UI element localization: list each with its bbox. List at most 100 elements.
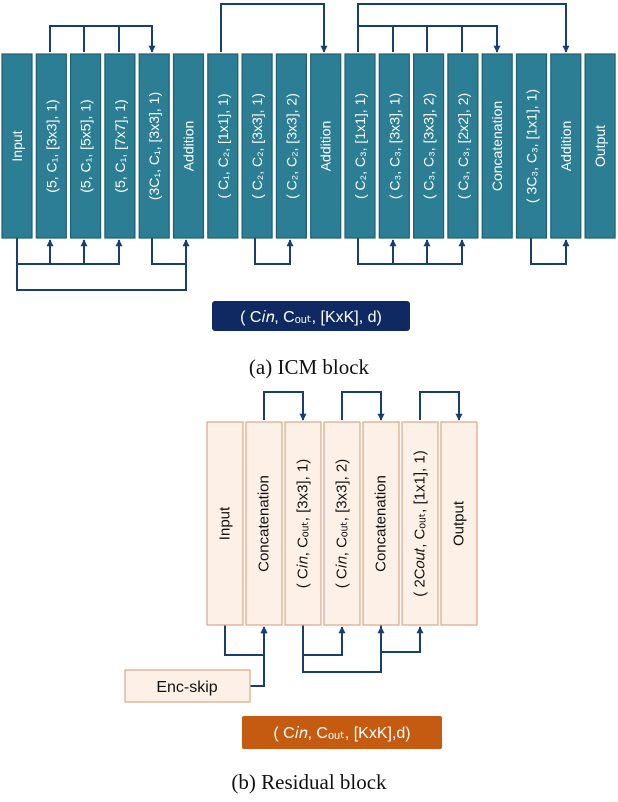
icm-block-rect	[515, 53, 548, 239]
icm-block-add3: Addition	[550, 53, 582, 239]
residual-block-rect	[362, 421, 400, 626]
res-bottom-input-concat	[224, 625, 268, 656]
residual-block-label: Concatenation	[373, 475, 390, 572]
icm-block-c3c3_3x3_2: ( C₃, C₃, [3x3], 2)	[413, 53, 445, 239]
residual-legend-text: ( C𝑖𝑛, Cₒᵤₜ, [KxK],d)	[273, 725, 410, 742]
icm-block-rect	[207, 53, 239, 239]
icm-block-rect	[138, 53, 170, 239]
residual-block-label: Output	[451, 500, 468, 546]
enc-skip-box: Enc-skip	[124, 669, 251, 703]
icm-block-label: ( C₂, C₂, [3x3], 2)	[283, 93, 299, 199]
icm-top-skip-4	[358, 25, 501, 53]
icm-block-label: Concatenation	[489, 101, 505, 191]
residual-block-rect	[284, 421, 322, 626]
residual-legend: ( C𝑖𝑛, Cₒᵤₜ, [KxK],d)	[242, 716, 442, 749]
icm-block-rect	[35, 53, 67, 239]
icm-block-rect	[584, 53, 616, 239]
res-bottom-chain-3	[380, 625, 424, 653]
icm-block-rect	[447, 53, 479, 239]
icm-block-rect	[413, 53, 445, 239]
icm-block-c2c2_3x3_1: ( C₂, C₂, [3x3], 1)	[241, 53, 273, 239]
icm-top-skip-1	[49, 25, 156, 53]
residual-block-rect	[440, 421, 478, 626]
icm-block-label: (5, C₁, [7x7], 1)	[112, 99, 128, 192]
icm-block-c3c3_3x3_1: ( C₃, C₃, [3x3], 1)	[378, 53, 410, 239]
residual-block-concat2: Concatenation	[362, 421, 400, 626]
icm-block-input: Input	[1, 53, 33, 239]
res-top-skip-2	[341, 391, 385, 421]
icm-block-output: Output	[584, 53, 616, 239]
icm-legend-box	[212, 301, 410, 331]
icm-block-label: Addition	[318, 121, 334, 172]
residual-blocks: Input Concatenation ( C𝑖𝑛, Cₒᵤₜ, [3x3], 1)…	[206, 421, 478, 626]
residual-block-diagram: Input Concatenation ( C𝑖𝑛, Cₒᵤₜ, [3x3], 1)…	[124, 391, 478, 794]
icm-block-rect	[378, 53, 410, 239]
icm-block-rect	[104, 53, 136, 239]
icm-block-c2c2_3x3_2: ( C₂, C₂, [3x3], 2)	[275, 53, 307, 239]
icm-block-label: ( C₃, C₃, [3x3], 2)	[421, 93, 437, 199]
res-bottom-chain-1	[302, 625, 346, 656]
icm-blocks: Input (5, C₁, [3x3], 1) (5, C₁, [5x5], 1) (…	[1, 53, 616, 239]
residual-block-label: Concatenation	[256, 475, 273, 572]
residual-block-rect	[323, 421, 361, 626]
icm-bottom-branch-2	[357, 238, 466, 265]
icm-block-rect	[1, 53, 33, 239]
icm-block-conv5_7: (5, C₁, [7x7], 1)	[104, 53, 136, 239]
icm-block-label: ( C₂, C₂, [3x3], 1)	[249, 93, 265, 199]
residual-block-label: ( C𝑖𝑛, Cₒᵤₜ, [3x3], 1)	[295, 459, 312, 589]
icm-block-c2c3_1x1: ( C₂, C₃, [1x1], 1)	[344, 53, 376, 239]
residual-block-conv_1x1: ( 2C𝑜𝑢𝑡, Cₒᵤₜ, [1x1], 1)	[401, 421, 439, 626]
residual-caption: (b) Residual block	[231, 770, 387, 794]
residual-block-label: ( 2C𝑜𝑢𝑡, Cₒᵤₜ, [1x1], 1)	[412, 450, 429, 596]
icm-connectors	[16, 3, 570, 291]
icm-block-label: (3C₁, C₁, [3x3], 1)	[146, 92, 162, 200]
icm-block-conv5_3: (5, C₁, [3x3], 1)	[35, 53, 67, 239]
icm-block-rect	[275, 53, 307, 239]
residual-connectors	[224, 391, 463, 687]
residual-block-rect	[206, 421, 244, 626]
icm-block-diagram: Input (5, C₁, [3x3], 1) (5, C₁, [5x5], 1) (…	[1, 3, 616, 379]
icm-bottom-chain-2	[530, 238, 570, 265]
icm-block-label: ( C₃, C₃, [3x3], 1)	[386, 93, 402, 199]
icm-block-conv5_5: (5, C₁, [5x5], 1)	[69, 53, 102, 239]
residual-block-input: Input	[206, 421, 244, 626]
icm-legend: ( C𝑖𝑛, Cₒᵤₜ, [KxK], d)	[212, 301, 410, 331]
icm-block-rect	[344, 53, 376, 239]
res-top-skip-1	[263, 391, 307, 421]
icm-block-label: ( C₁, C₂, [1x1], 1)	[215, 93, 231, 198]
icm-caption: (a) ICM block	[249, 355, 370, 379]
residual-block-label: Input	[217, 506, 234, 540]
residual-block-rect	[401, 421, 439, 626]
icm-bottom-chain-1	[254, 238, 294, 265]
residual-block-concat1: Concatenation	[245, 421, 283, 626]
icm-block-concat: Concatenation	[481, 53, 513, 239]
icm-block-label: (5, C₁, [3x3], 1)	[43, 99, 59, 192]
icm-block-rect	[550, 53, 582, 239]
icm-block-c3c3_1x1: ( 3C₃, C₃, [1x1], 1)	[515, 53, 548, 239]
residual-block-conv_3x3_1: ( C𝑖𝑛, Cₒᵤₜ, [3x3], 1)	[284, 421, 322, 626]
icm-block-label: Addition	[558, 121, 574, 172]
res-bottom-encskip	[250, 626, 268, 687]
icm-block-label: Addition	[181, 121, 197, 172]
residual-legend-box	[242, 716, 442, 749]
icm-block-conv3c1: (3C₁, C₁, [3x3], 1)	[138, 53, 170, 239]
icm-block-add2: Addition	[310, 53, 342, 239]
icm-block-label: ( C₃, C₃, [2x2], 2)	[455, 93, 471, 199]
icm-block-rect	[172, 53, 205, 239]
res-top-skip-3	[419, 391, 463, 421]
icm-bottom-merge-1	[151, 238, 186, 265]
icm-block-add1: Addition	[172, 53, 205, 239]
icm-block-rect	[241, 53, 273, 239]
icm-block-label: Output	[592, 125, 608, 167]
icm-block-rect	[310, 53, 342, 239]
icm-block-c3c3_2x2_2: ( C₃, C₃, [2x2], 2)	[447, 53, 479, 239]
icm-block-label: ( 3C₃, C₃, [1x1], 1)	[524, 89, 540, 203]
residual-block-conv_3x3_2: ( C𝑖𝑛, Cₒᵤₜ, [3x3], 2)	[323, 421, 361, 626]
icm-block-rect	[69, 53, 102, 239]
icm-block-label: Input	[9, 130, 25, 161]
icm-block-label: (5, C₁, [5x5], 1)	[78, 99, 94, 192]
icm-block-label: ( C₂, C₃, [1x1], 1)	[352, 93, 368, 199]
icm-block-c1c2_1x1: ( C₁, C₂, [1x1], 1)	[207, 53, 239, 239]
residual-block-label: ( C𝑖𝑛, Cₒᵤₜ, [3x3], 2)	[334, 459, 351, 589]
